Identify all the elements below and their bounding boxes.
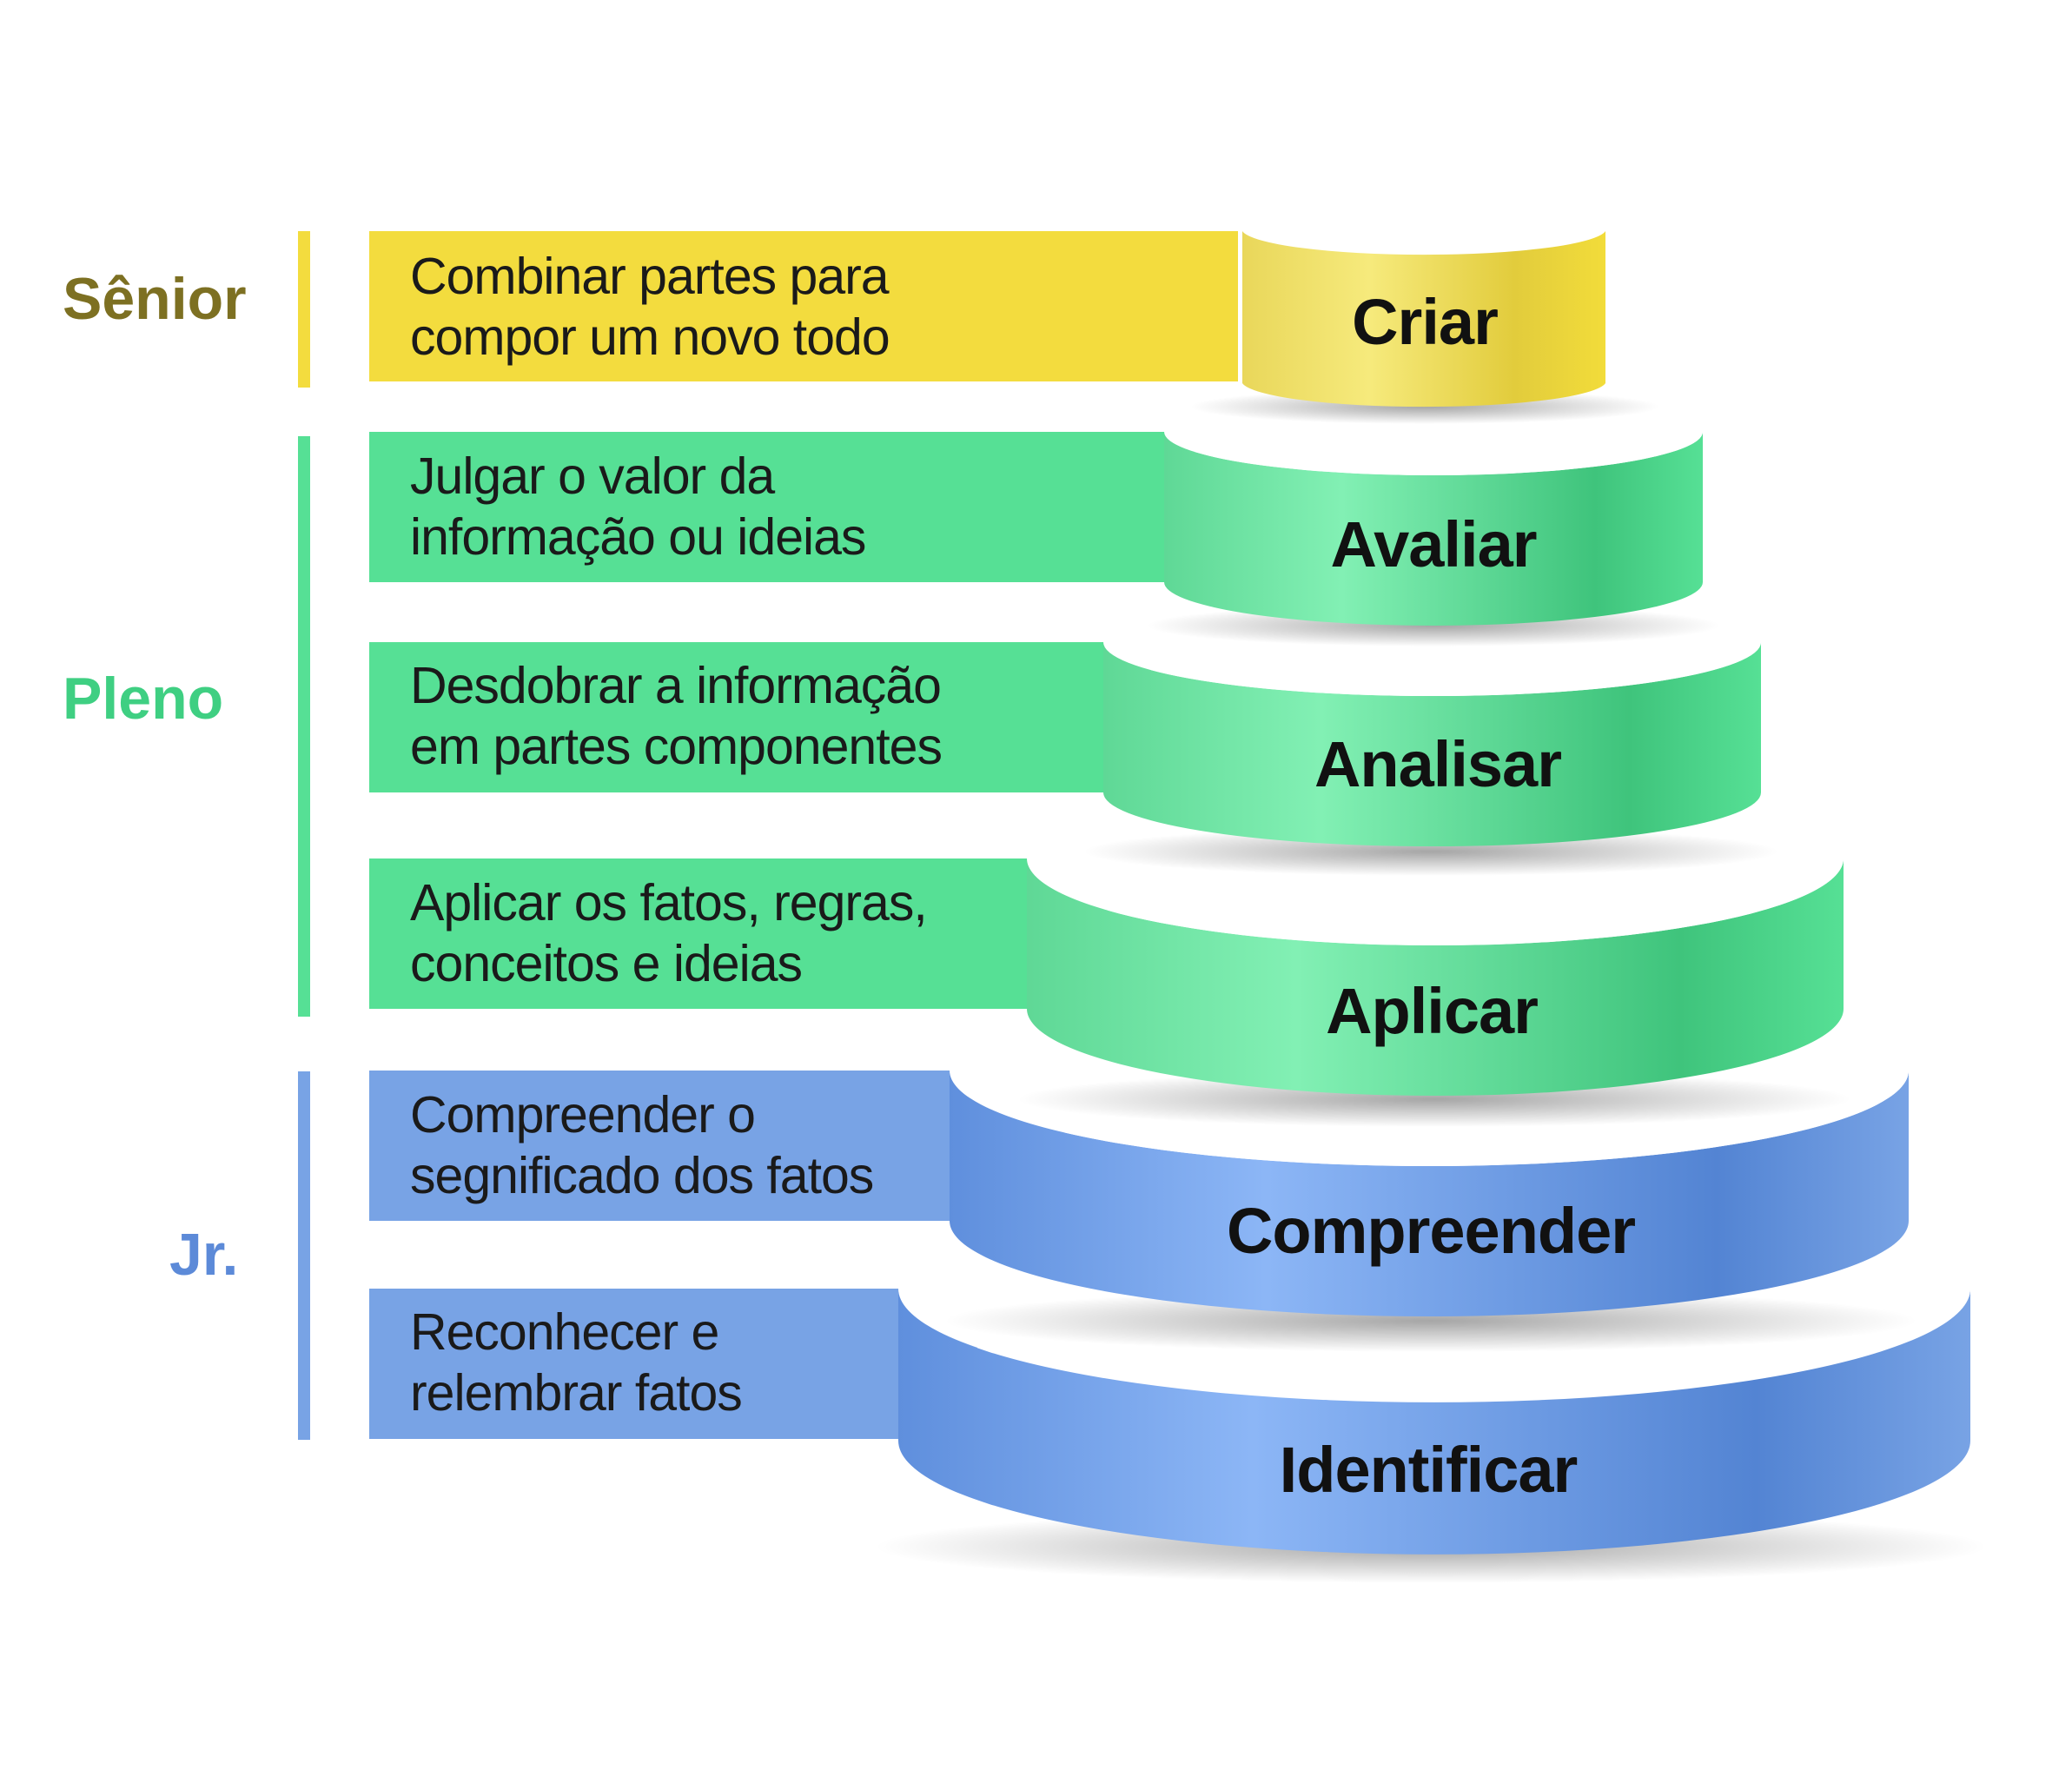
desc-band-avaliar (369, 432, 1195, 582)
desc-text-aplicar: Aplicar os fatos, regras, conceitos e id… (410, 872, 928, 994)
desc-text-identificar: Reconhecer e relembrar fatos (410, 1302, 743, 1423)
disc-shadow-aplicar (1017, 1071, 1851, 1127)
disc-side-avaliar (1164, 432, 1703, 626)
desc-line: Reconhecer e (410, 1303, 719, 1361)
level-bar-senior (298, 231, 310, 388)
disc-top-analisar (1103, 642, 1761, 697)
disc-label-aplicar: Aplicar (1326, 975, 1539, 1047)
desc-line: conceitos e ideias (410, 935, 803, 992)
desc-text-analisar: Desdobrar a informação em partes compone… (410, 655, 943, 777)
disc-label-compreender: Compreender (1226, 1195, 1636, 1267)
disc-top-avaliar (1164, 432, 1703, 475)
level-bar-jr (298, 1071, 310, 1440)
disc-label-analisar: Analisar (1314, 728, 1562, 800)
disc-label-criar: Criar (1352, 286, 1499, 358)
desc-band-compreender (369, 1071, 1064, 1221)
disc-side-analisar (1103, 642, 1761, 847)
level-label-jr: Jr. (169, 1222, 239, 1288)
disc-top-aplicar (1027, 858, 1844, 945)
desc-line: Desdobrar a informação (410, 657, 942, 714)
disc-shadow-compreender (944, 1289, 1917, 1352)
desc-line: Compreender o (410, 1086, 756, 1144)
level-label-pleno: Pleno (63, 666, 224, 732)
desc-line: compor um novo todo (410, 308, 890, 366)
desc-band-criar (369, 231, 1238, 381)
disc-side-aplicar (1027, 858, 1844, 1096)
desc-line: Julgar o valor da (410, 447, 775, 505)
disc-label-identificar: Identificar (1279, 1434, 1579, 1506)
desc-line: em partes componentes (410, 718, 943, 775)
desc-band-analisar (369, 642, 1151, 792)
desc-text-compreender: Compreender o segnificado dos fatos (410, 1084, 874, 1206)
desc-line: Combinar partes para (410, 248, 890, 305)
disc-shadow-analisar (1083, 827, 1778, 876)
desc-text-criar: Combinar partes para compor um novo todo (410, 246, 890, 368)
desc-line: Aplicar os fatos, regras, (410, 874, 928, 931)
disc-side-criar (1242, 231, 1605, 408)
desc-line: informação ou ideias (410, 508, 866, 566)
desc-text-avaliar: Julgar o valor da informação ou ideias (410, 446, 866, 567)
desc-band-aplicar (369, 858, 1108, 1009)
level-label-senior: Sênior (63, 266, 247, 332)
level-bar-pleno (298, 436, 310, 1017)
disc-side-identificar (898, 1289, 1970, 1555)
disc-label-avaliar: Avaliar (1330, 508, 1537, 580)
disc-side-compreender (950, 1071, 1909, 1316)
desc-band-identificar (369, 1289, 977, 1439)
desc-line: relembrar fatos (410, 1364, 743, 1422)
desc-line: segnificado dos fatos (410, 1147, 874, 1204)
